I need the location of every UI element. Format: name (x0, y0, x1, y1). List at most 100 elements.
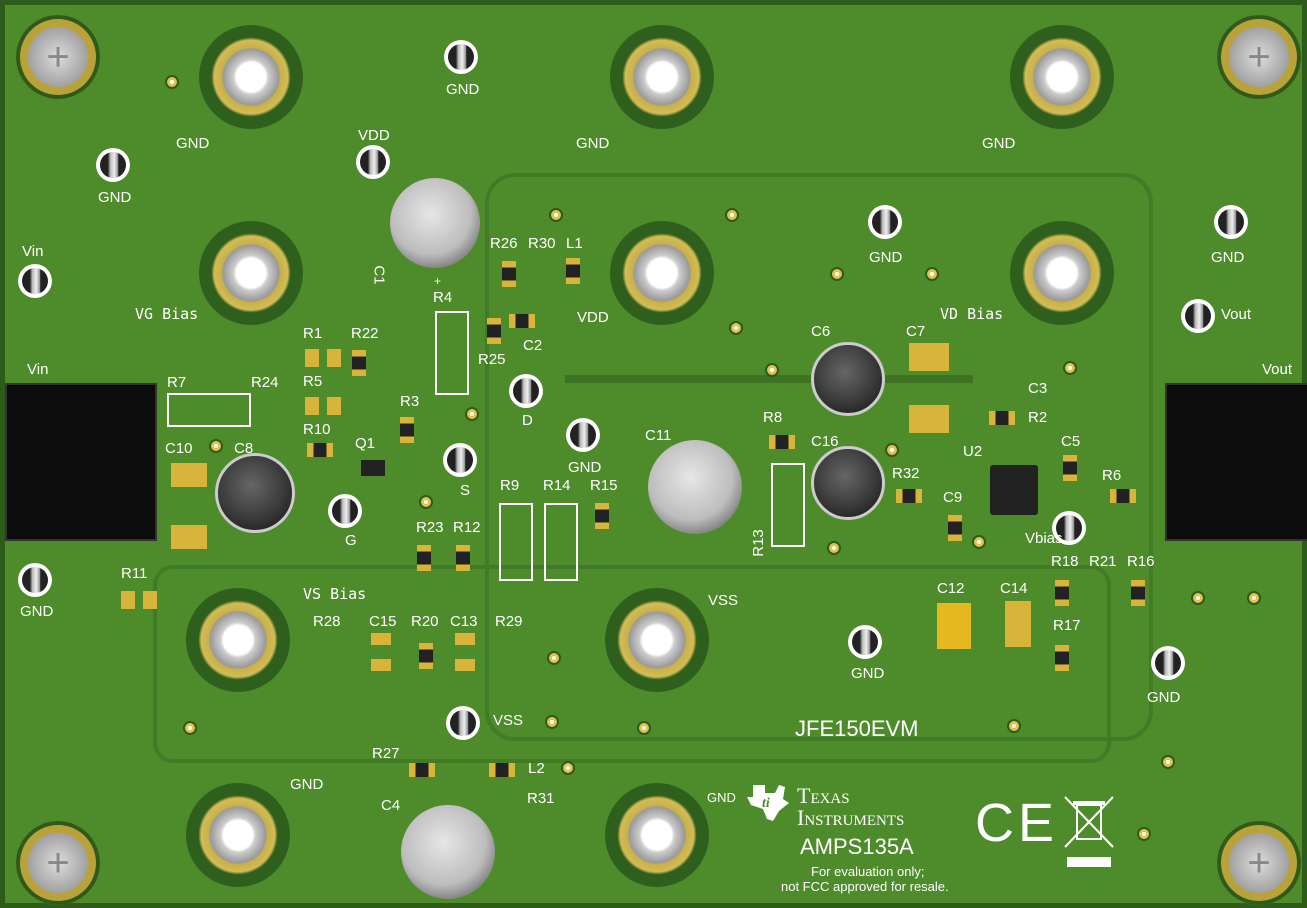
banana-jack-gnd[interactable] (186, 783, 290, 887)
label-r29: R29 (495, 613, 523, 630)
capacitor-c9 (948, 515, 962, 541)
label-c6: C6 (811, 323, 831, 340)
capacitor-c10 (171, 463, 207, 487)
jumper-r14[interactable] (544, 503, 578, 581)
jumper-r7-r24[interactable] (167, 393, 251, 427)
label-r23: R23 (416, 519, 444, 536)
banana-jack-vd-bias[interactable] (1010, 221, 1114, 325)
via (729, 321, 743, 335)
label-r2: R2 (1028, 409, 1048, 426)
label-c10: C10 (165, 440, 193, 457)
label-r24: R24 (251, 374, 279, 391)
label-r9: R9 (500, 477, 520, 494)
potentiometer-r4[interactable] (435, 311, 469, 395)
capacitor-c11 (648, 440, 742, 534)
capacitor-c5 (1063, 455, 1077, 481)
test-point-vdd[interactable] (356, 145, 390, 179)
ic-u2 (990, 465, 1038, 515)
resistor-r23 (417, 545, 431, 571)
trace (485, 173, 1153, 741)
banana-jack-gnd[interactable] (199, 25, 303, 129)
test-point-gnd[interactable] (848, 625, 882, 659)
label-gnd: GND (20, 603, 54, 620)
label-gnd: GND (982, 135, 1016, 152)
resistor-r5-pad (305, 397, 319, 415)
label-u2: U2 (963, 443, 983, 460)
jumper-r9[interactable] (499, 503, 533, 581)
capacitor-c15-pad (371, 633, 391, 645)
part-number: AMPS135A (800, 834, 914, 859)
test-point-gnd[interactable] (444, 40, 478, 74)
label-vout-sma: Vout (1262, 361, 1293, 378)
test-point-gnd[interactable] (96, 148, 130, 182)
via (637, 721, 651, 735)
label-r17: R17 (1053, 617, 1081, 634)
label-vd-bias: VD Bias (940, 305, 1004, 323)
banana-jack-vss[interactable] (605, 588, 709, 692)
banana-jack-gnd[interactable] (610, 25, 714, 129)
label-vdd: VDD (358, 127, 390, 144)
resistor-r10 (307, 443, 333, 457)
label-c1: C1 (370, 265, 388, 285)
label-r4: R4 (433, 289, 453, 306)
resistor-r11-pad (143, 591, 157, 609)
transistor-q1 (361, 460, 385, 476)
ce-mark: CE (975, 793, 1059, 853)
test-point-gnd[interactable] (868, 205, 902, 239)
notice-line-1: For evaluation only; (811, 864, 925, 879)
label-gnd: GND (446, 81, 480, 98)
label-r6: R6 (1102, 467, 1122, 484)
svg-text:ti: ti (762, 796, 770, 811)
label-q1: Q1 (355, 435, 376, 452)
sma-connector-vout[interactable] (1165, 383, 1307, 541)
resistor-r17 (1055, 645, 1069, 671)
test-point-vin[interactable] (18, 264, 52, 298)
label-r30: R30 (528, 235, 556, 252)
test-point-gnd[interactable] (1151, 646, 1185, 680)
via (561, 761, 575, 775)
capacitor-c8 (215, 453, 295, 533)
label-vs-bias: VS Bias (303, 585, 367, 603)
label-r21: R21 (1089, 553, 1117, 570)
trace (153, 565, 1111, 763)
banana-jack-vs-bias[interactable] (186, 588, 290, 692)
test-point-vss[interactable] (446, 706, 480, 740)
test-point-gnd[interactable] (566, 418, 600, 452)
test-point-vbias[interactable] (1052, 511, 1086, 545)
label-vss: VSS (708, 592, 739, 609)
board-name: JFE150EVM (795, 716, 919, 741)
mounting-hole (16, 821, 100, 905)
test-point-d[interactable] (509, 374, 543, 408)
capacitor-c12 (937, 603, 971, 649)
test-point-s[interactable] (443, 443, 477, 477)
label-r8: R8 (763, 409, 783, 426)
test-point-gnd[interactable] (18, 563, 52, 597)
via (209, 439, 223, 453)
test-point-g[interactable] (328, 494, 362, 528)
test-point-gnd[interactable] (1214, 205, 1248, 239)
resistor-r32 (896, 489, 922, 503)
label-r5: R5 (303, 373, 323, 390)
label-c13: C13 (450, 613, 478, 630)
banana-jack-gnd[interactable] (605, 783, 709, 887)
via (765, 363, 779, 377)
via (1137, 827, 1151, 841)
banana-jack-gnd[interactable] (1010, 25, 1114, 129)
resistor-r27 (409, 763, 435, 777)
banana-jack-vdd[interactable] (610, 221, 714, 325)
jumper-r13[interactable] (771, 463, 805, 547)
label-c5: C5 (1061, 433, 1081, 450)
label-r27: R27 (372, 745, 400, 762)
resistor-r25 (487, 318, 501, 344)
sma-connector-vin[interactable] (5, 383, 157, 541)
resistor-r15 (595, 503, 609, 529)
label-r13: R13 (749, 529, 767, 557)
capacitor-c16 (811, 446, 885, 520)
test-point-vout[interactable] (1181, 299, 1215, 333)
capacitor-c15-pad (371, 659, 391, 671)
via (1247, 591, 1261, 605)
via (419, 495, 433, 509)
trace (565, 375, 973, 383)
banana-jack-vg-bias[interactable] (199, 221, 303, 325)
via (549, 208, 563, 222)
